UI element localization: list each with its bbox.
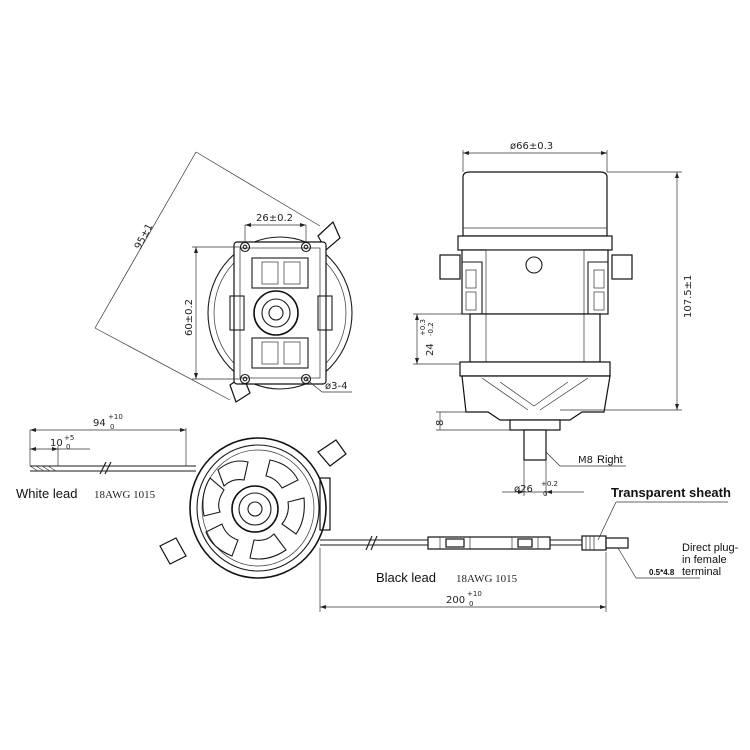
dim-200: 200: [446, 595, 465, 606]
dim-26-top: 26±0.2: [256, 213, 293, 224]
dim-24-tol-dn: -0.2: [427, 322, 435, 336]
dim-8: 8: [435, 420, 446, 426]
dim-10: 10: [50, 438, 63, 449]
dim-24-tol-up: +0.3: [419, 319, 427, 336]
lead-view: 94 +10 0 10 +5 0 White lead 18AWG 1015: [16, 413, 739, 612]
sheath-label: Transparent sheath: [611, 485, 731, 500]
dim-200-tol-up: +10: [467, 590, 482, 598]
side-view: ø66±0.3 107.5±1 24 +0.3 -0.2 8 M8 Right …: [413, 141, 694, 498]
dim-94-tol-up: +10: [108, 413, 123, 421]
dim-200-tol-dn: 0: [469, 600, 473, 608]
thread-direction: Right: [597, 454, 623, 466]
dim-94-tol-dn: 0: [110, 423, 114, 431]
dim-10-tol-dn: 0: [66, 443, 70, 451]
dim-66: ø66±0.3: [510, 141, 553, 152]
plug-note-1: Direct plug-: [682, 542, 739, 554]
dim-10-tol-up: +5: [64, 434, 74, 442]
dim-95: 95±1: [133, 222, 156, 251]
white-lead-label: White lead: [16, 486, 77, 501]
thread-m8: M8: [578, 455, 593, 466]
dim-24: 24: [425, 343, 436, 356]
dim-107: 107.5±1: [683, 275, 694, 318]
dim-26-shaft-tol-up: +0.2: [541, 480, 558, 488]
plug-note-2: in female: [682, 554, 727, 566]
dim-60: 60±0.2: [184, 299, 195, 336]
plug-size: 0.5*4.8: [649, 568, 675, 577]
end-view: 26±0.2 60±0.2 95±1 ø3-4: [94, 151, 353, 403]
white-lead-spec: 18AWG 1015: [94, 489, 156, 501]
dim-94: 94: [93, 418, 106, 429]
dim-hole-3-4: ø3-4: [325, 381, 347, 392]
black-lead-spec: 18AWG 1015: [456, 573, 518, 585]
black-lead-label: Black lead: [376, 570, 436, 585]
dim-26-shaft: ø26: [514, 484, 533, 495]
plug-note-3: terminal: [682, 566, 721, 578]
dim-26-shaft-tol-dn: 0: [543, 490, 547, 498]
